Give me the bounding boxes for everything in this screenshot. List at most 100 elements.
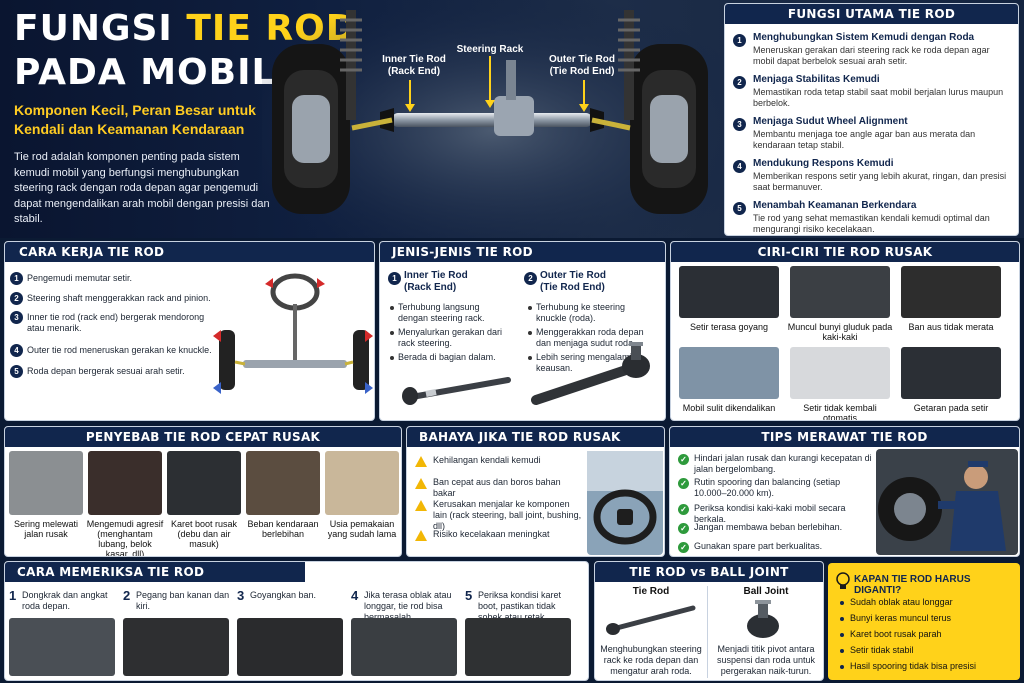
fungsi-item-title: Mendukung Respons Kemudi	[753, 158, 894, 169]
penyebab-photo	[167, 451, 241, 515]
fungsi-item-title: Menjaga Stabilitas Kemudi	[753, 74, 880, 85]
bahaya-item: Ban cepat aus dan boros bahan bakar	[433, 477, 561, 498]
driver-steering-photo	[587, 451, 663, 555]
periksa-step-text: Jika terasa oblak atau longgar, tie rod …	[364, 590, 452, 622]
bullet-dot	[528, 356, 532, 360]
fungsi-item-number: 5	[733, 202, 746, 215]
check-icon: ✓	[678, 542, 689, 553]
vs-tie-rod-desc: Menghubungkan steering rack ke roda depa…	[600, 644, 702, 676]
periksa-step-photo	[465, 618, 571, 676]
ciri-caption: Getaran pada setir	[913, 403, 989, 413]
ball-joint-image	[747, 600, 779, 638]
bullet-dot	[840, 633, 844, 637]
kapan-item: Setir tidak stabil	[850, 645, 914, 655]
ciri-photo	[790, 347, 890, 399]
bahaya-panel: BAHAYA JIKA TIE ROD RUSAK Kehilangan ken…	[406, 426, 665, 557]
jenis-inner-number: 1	[388, 272, 401, 285]
steering-rack	[392, 113, 592, 127]
penyebab-title: PENYEBAB TIE ROD CEPAT RUSAK	[5, 427, 401, 447]
ciri-photo	[679, 266, 779, 318]
check-icon: ✓	[678, 478, 689, 489]
bahaya-title: BAHAYA JIKA TIE ROD RUSAK	[407, 427, 664, 447]
periksa-step-photo	[237, 618, 343, 676]
periksa-step-number: 4	[351, 588, 359, 603]
periksa-step-photo	[9, 618, 115, 676]
ciri-photo	[901, 347, 1001, 399]
kapan-item: Bunyi keras muncul terus	[850, 613, 952, 623]
inner-tie-rod-image	[402, 377, 511, 405]
kapan-item: Sudah oblak atau longgar	[850, 597, 953, 607]
fungsi-item-desc: Tie rod yang sehat memastikan kendali ke…	[753, 213, 990, 234]
jenis-outer-bullet: Terhubung ke steering knuckle (roda).	[536, 302, 626, 323]
fungsi-item-desc: Membantu menjaga toe angle agar ban aus …	[753, 129, 976, 150]
ciri-photo	[790, 266, 890, 318]
ciri-caption: Mobil sulit dikendalikan	[682, 403, 776, 413]
page-title-line2: PADA MOBIL	[14, 52, 276, 93]
jenis-inner-bullet: Terhubung langsung dengan steering rack.	[398, 302, 485, 323]
bullet-dot	[840, 601, 844, 605]
tips-item: Hindari jalan rusak dan kurangi kecepata…	[694, 453, 872, 474]
cara-kerja-step-text: Steering shaft menggerakkan rack and pin…	[27, 293, 211, 303]
tie-rod-image	[606, 605, 696, 635]
fungsi-item-number: 2	[733, 76, 746, 89]
ciri-photo	[901, 266, 1001, 318]
periksa-step-number: 5	[465, 588, 473, 603]
bullet-dot	[528, 306, 532, 310]
bullet-dot	[528, 331, 532, 335]
steering-assembly-illustration	[262, 0, 722, 238]
page-subtitle: Komponen Kecil, Peran Besar untuk Kendal…	[14, 102, 256, 137]
page-description: Tie rod adalah komponen penting pada sis…	[14, 151, 270, 225]
fungsi-item-number: 3	[733, 118, 746, 131]
vs-ball-joint-desc: Menjadi titik pivot antara suspensi dan …	[716, 644, 816, 676]
jenis-inner-title: Inner Tie Rod (Rack End)	[404, 270, 468, 293]
check-icon: ✓	[678, 454, 689, 465]
cara-kerja-step-text: Roda depan bergerak sesuai arah setir.	[27, 366, 185, 376]
bullet-dot	[390, 331, 394, 335]
warning-icon	[415, 530, 427, 541]
title-prefix: FUNGSI	[14, 8, 173, 49]
check-icon: ✓	[678, 504, 689, 515]
tips-item: Gunakan spare part berkualitas.	[694, 541, 823, 551]
vs-title: TIE ROD vs BALL JOINT	[595, 562, 823, 582]
jenis-inner-bullet: Menyalurkan gerakan dari rack steering.	[398, 327, 503, 348]
vs-tie-rod-title: Tie Rod	[632, 586, 670, 597]
tips-item: Rutin spooring dan balancing (setiap 10.…	[694, 477, 841, 498]
fungsi-item-title: Menambah Keamanan Berkendara	[753, 200, 917, 211]
cara-kerja-step-number: 2	[10, 292, 23, 305]
tips-item: Jangan membawa beban berlebihan.	[694, 522, 843, 532]
jenis-outer-bullet: Lebih sering mengalami keausan.	[536, 352, 632, 373]
kapan-title: KAPAN TIE ROD HARUS DIGANTI?	[854, 574, 971, 596]
penyebab-panel: PENYEBAB TIE ROD CEPAT RUSAK Sering mele…	[4, 426, 402, 557]
bullet-dot	[390, 306, 394, 310]
cara-kerja-title: CARA KERJA TIE ROD	[5, 242, 374, 262]
vs-divider	[707, 586, 708, 678]
warning-icon	[415, 500, 427, 511]
penyebab-photo	[246, 451, 320, 515]
ciri-caption: Setir terasa goyang	[689, 322, 769, 332]
penyebab-photo	[9, 451, 83, 515]
outer-tie-rod-image	[531, 342, 650, 405]
periksa-step-text: Pegang ban kanan dan kiri.	[136, 590, 230, 611]
warning-icon	[415, 478, 427, 489]
periksa-step-number: 3	[237, 588, 245, 603]
vs-panel: TIE ROD vs BALL JOINT Tie Rod Ball Joint…	[594, 561, 824, 681]
check-icon: ✓	[678, 523, 689, 534]
jenis-outer-bullet: Menggerakkan roda depan dan menjaga sudu…	[536, 327, 644, 348]
lightbulb-icon	[836, 572, 850, 589]
bahaya-item: Kehilangan kendali kemudi	[433, 455, 541, 465]
penyebab-caption: Beban kendaraan berlebihan	[247, 519, 319, 539]
fungsi-item-desc: Memastikan roda tetap stabil saat mobil …	[753, 87, 1004, 108]
kapan-panel: KAPAN TIE ROD HARUS DIGANTI? Sudah oblak…	[828, 563, 1020, 680]
fungsi-item-number: 4	[733, 160, 746, 173]
periksa-step-number: 1	[9, 588, 17, 603]
ciri-caption: Ban aus tidak merata	[908, 322, 994, 332]
periksa-step-text: Dongkrak dan angkat roda depan.	[22, 590, 108, 611]
cara-kerja-step-number: 1	[10, 272, 23, 285]
steering-system-diagram	[213, 273, 373, 394]
periksa-step-text: Periksa kondisi karet boot, pastikan tid…	[478, 590, 562, 622]
penyebab-photo	[325, 451, 399, 515]
periksa-step-photo	[123, 618, 229, 676]
outer-tie-rod-label: Outer Tie Rod (Tie Rod End)	[549, 54, 615, 77]
